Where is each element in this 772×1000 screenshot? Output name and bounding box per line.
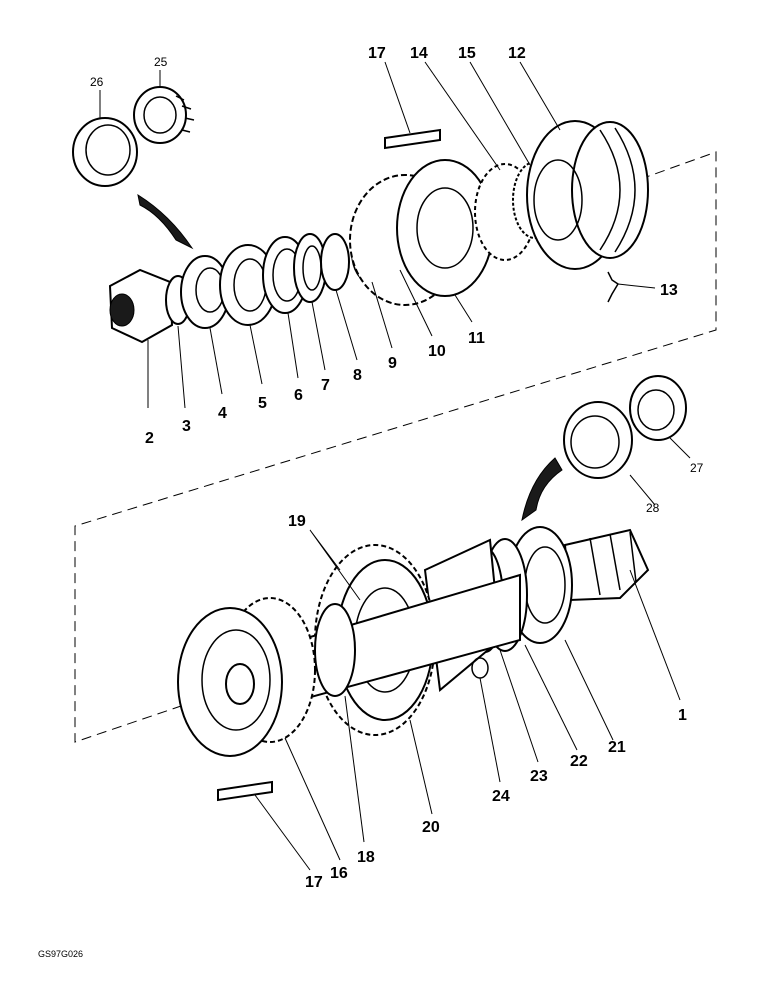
callout-17-top: 17 — [368, 45, 386, 62]
callout-22: 22 — [570, 753, 588, 770]
callout-21: 21 — [608, 739, 626, 756]
pointer-arrow-top — [137, 193, 194, 250]
gear-11 — [349, 159, 494, 306]
callout-9: 9 — [388, 355, 397, 372]
nut-2 — [108, 268, 174, 344]
figure-code: GS97G026 — [38, 949, 83, 959]
callout-19: 19 — [288, 513, 306, 530]
dashed-boundary-line — [74, 151, 717, 743]
callout-4: 4 — [218, 405, 227, 422]
leader-lines — [99, 61, 691, 871]
collar-18 — [314, 603, 356, 697]
clip-13 — [607, 271, 620, 303]
pointer-arrow-bottom — [521, 457, 563, 522]
callout-13: 13 — [660, 282, 678, 299]
leader-19 — [309, 529, 361, 601]
callout-18: 18 — [357, 849, 375, 866]
callout-25: 25 — [154, 55, 168, 69]
callout-8: 8 — [353, 367, 362, 384]
bearing-cup-28 — [563, 401, 633, 479]
key-17-top — [384, 128, 441, 150]
callout-12: 12 — [508, 45, 526, 62]
callout-16: 16 — [330, 865, 348, 882]
callout-11: 11 — [468, 330, 485, 347]
drum-12 — [526, 120, 649, 270]
spacer-8 — [320, 233, 350, 291]
callout-28: 28 — [646, 501, 660, 515]
callout-14: 14 — [410, 45, 428, 62]
callout-3: 3 — [182, 418, 191, 435]
bearing-cone-25 — [133, 86, 195, 144]
callout-2: 2 — [145, 430, 154, 447]
callout-1: 1 — [678, 707, 687, 724]
callout-17-bottom: 17 — [305, 874, 323, 891]
callout-15: 15 — [458, 45, 476, 62]
drum-front — [177, 607, 283, 757]
key-17-bottom — [217, 780, 273, 802]
callout-6: 6 — [294, 387, 303, 404]
callout-10: 10 — [428, 343, 446, 360]
pinion-1 — [563, 528, 650, 602]
callout-5: 5 — [258, 395, 267, 412]
callout-23: 23 — [530, 768, 548, 785]
callout-24: 24 — [492, 788, 510, 805]
callout-20: 20 — [422, 819, 440, 836]
bearing-cone-27 — [629, 375, 687, 441]
callout-7: 7 — [321, 377, 330, 394]
callout-26: 26 — [90, 75, 104, 89]
callout-27: 27 — [690, 461, 704, 475]
bearing-cup-26 — [72, 117, 138, 187]
